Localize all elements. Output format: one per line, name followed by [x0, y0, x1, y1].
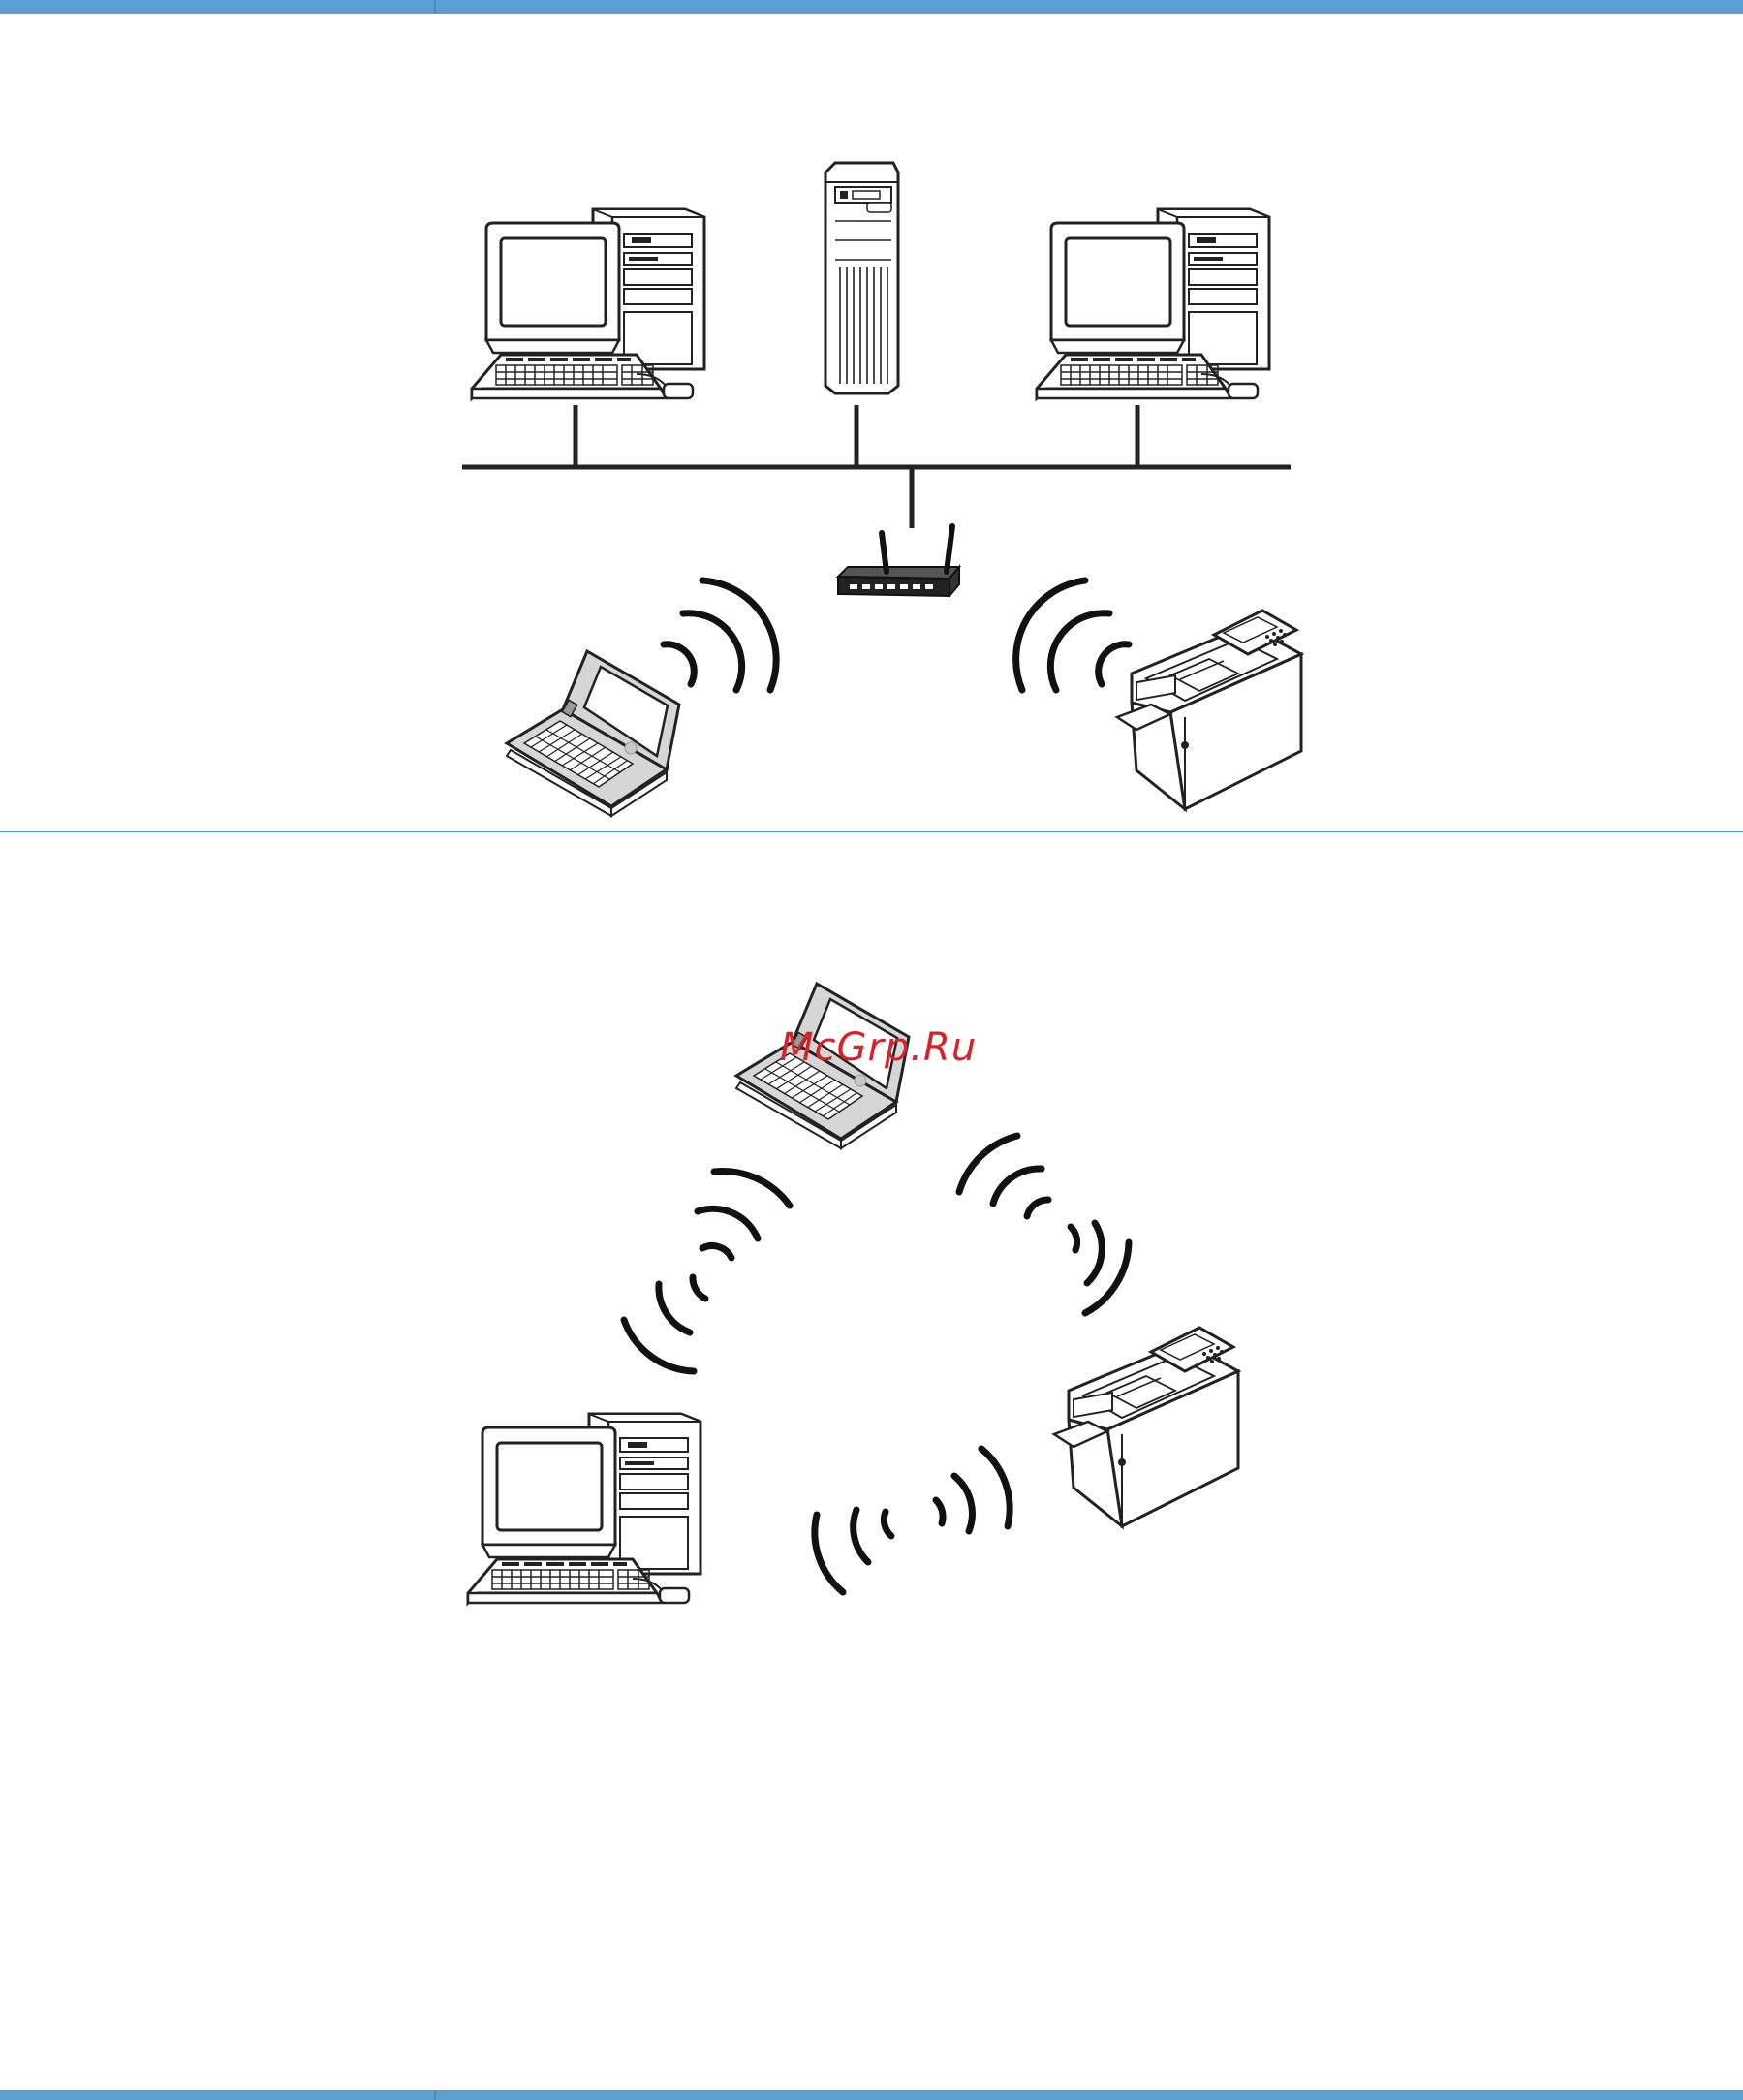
printer-icon — [1117, 611, 1301, 809]
infrastructure-diagram — [462, 163, 1301, 816]
watermark-text: McGrp.Ru — [780, 1025, 977, 1070]
wireless-signal-icon — [1016, 580, 1129, 690]
router-icon — [838, 526, 959, 596]
server-icon — [825, 163, 898, 393]
wireless-signal-icon — [664, 580, 776, 690]
wireless-signal-icon — [624, 1172, 790, 1371]
wireless-signal-icon — [815, 1449, 1010, 1592]
laptop-icon — [507, 651, 679, 816]
desktop-computer-icon — [468, 1414, 700, 1603]
wireless-signal-icon — [959, 1136, 1129, 1313]
printer-icon — [1054, 1328, 1238, 1526]
desktop-computer-icon — [1037, 209, 1269, 398]
desktop-computer-icon — [472, 209, 704, 398]
ad-hoc-diagram — [468, 984, 1238, 1603]
